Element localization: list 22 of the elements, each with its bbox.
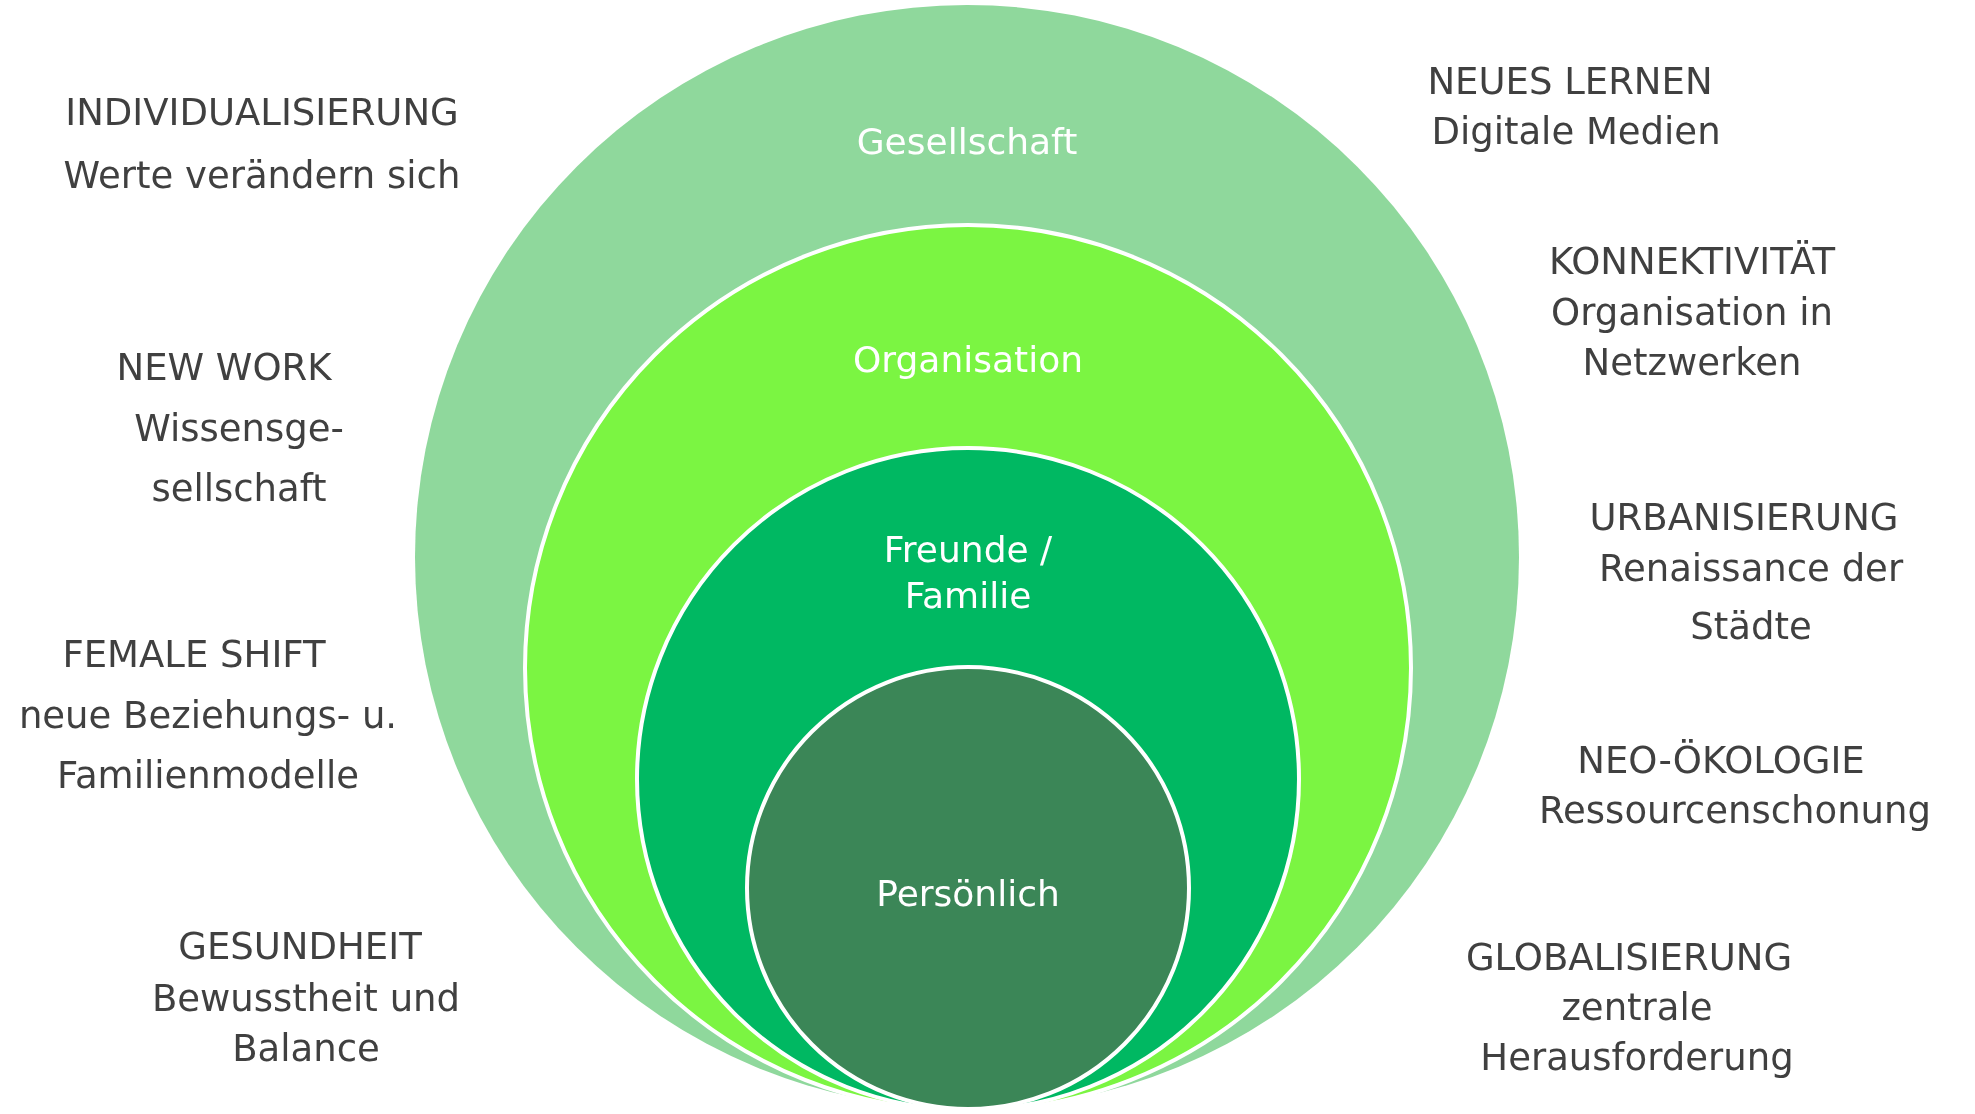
trend-heading: GESUNDHEIT <box>178 924 422 970</box>
trend-description: Organisation in Netzwerken <box>1550 290 1834 386</box>
trend-description: Ressourcenschonung <box>1539 788 1931 834</box>
trend-heading: GLOBALISIERUNG <box>1465 935 1793 981</box>
circle-label: Freunde / Familie <box>882 528 1054 618</box>
trend-heading: INDIVIDUALISIERUNG <box>65 90 459 136</box>
circle-label: Gesellschaft <box>855 120 1079 164</box>
trend-description: neue Beziehungs- u. Familienmodelle <box>17 693 399 799</box>
circle-label: Persönlich <box>875 872 1061 916</box>
trend-description: zentrale Herausforderung <box>1479 985 1795 1081</box>
circle-label: Organisation <box>852 338 1084 382</box>
trend-heading: URBANISIERUNG <box>1589 495 1899 541</box>
trend-description: Bewusstheit und Balance <box>150 976 462 1072</box>
trend-heading: NEW WORK <box>116 345 332 391</box>
trend-description: Wissensge- sellschaft <box>133 406 345 512</box>
trend-heading: NEUES LERNEN <box>1427 59 1713 105</box>
trend-heading: KONNEKTIVITÄT <box>1549 239 1835 285</box>
trend-heading: FEMALE SHIFT <box>62 632 326 678</box>
trend-description: Renaissance der Städte <box>1597 546 1905 650</box>
trend-heading: NEO-ÖKOLOGIE <box>1577 738 1865 784</box>
trend-description: Digitale Medien <box>1431 109 1721 155</box>
trend-description: Werte verändern sich <box>63 153 461 199</box>
